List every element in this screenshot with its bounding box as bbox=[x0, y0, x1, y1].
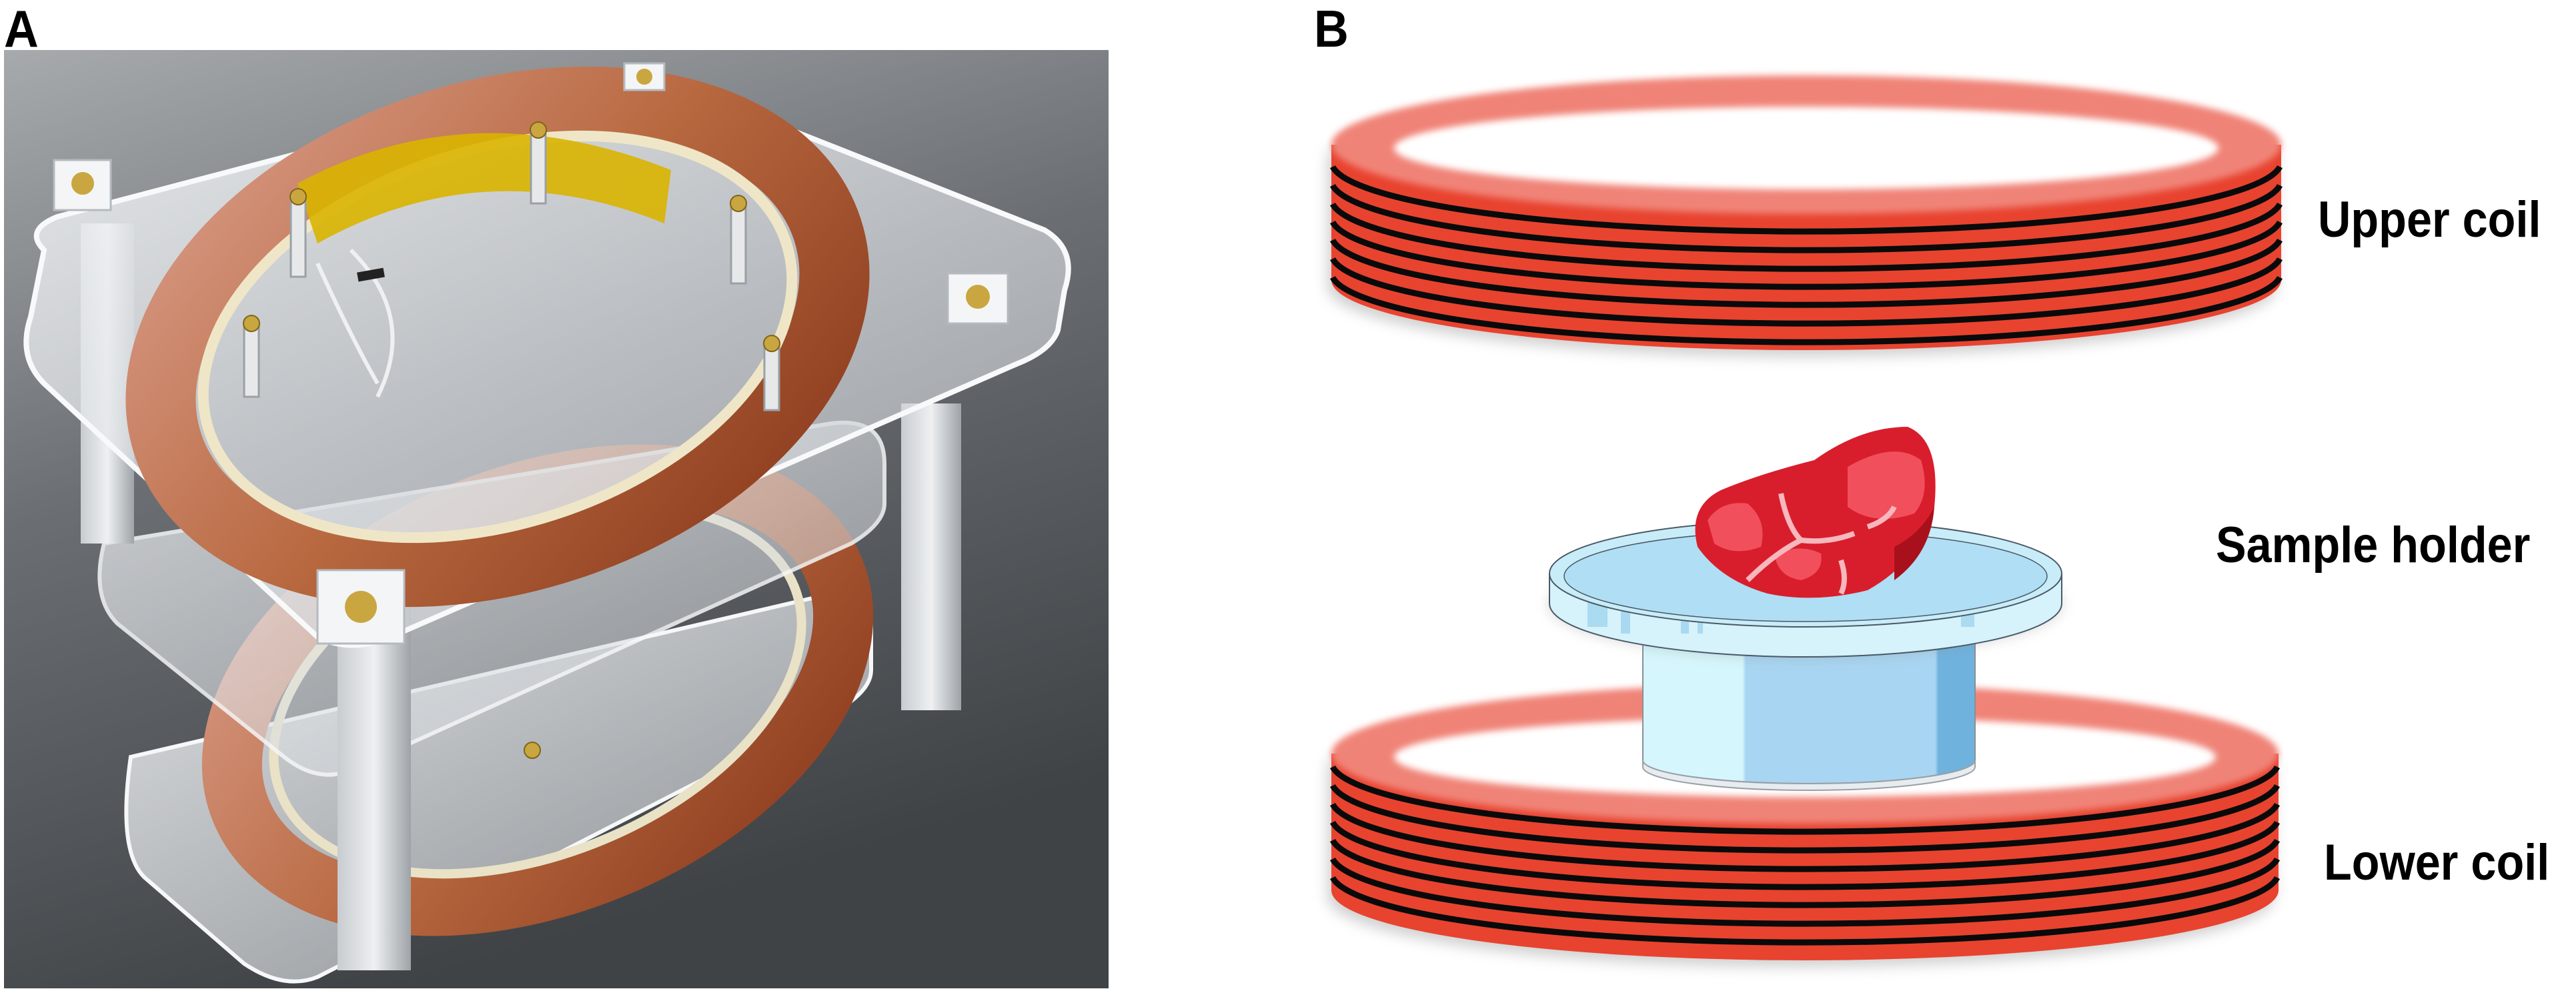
lower-coil-label: Lower coil bbox=[2324, 834, 2550, 891]
corner-bracket-icon bbox=[53, 62, 1009, 645]
panel-b-label: B bbox=[1314, 0, 1349, 58]
panel-a-label: A bbox=[4, 0, 39, 58]
upper-coil-label: Upper coil bbox=[2318, 191, 2541, 248]
lower-coil bbox=[1327, 684, 2280, 967]
apparatus-photo bbox=[4, 50, 1109, 988]
sample-holder-label: Sample holder bbox=[2216, 517, 2531, 574]
coil-schematic bbox=[1307, 53, 2576, 993]
coil-apparatus-illustration bbox=[4, 50, 1109, 988]
upper-coil bbox=[1327, 75, 2283, 357]
meat-sample bbox=[1695, 427, 1936, 598]
schematic-svg bbox=[1327, 75, 2283, 967]
